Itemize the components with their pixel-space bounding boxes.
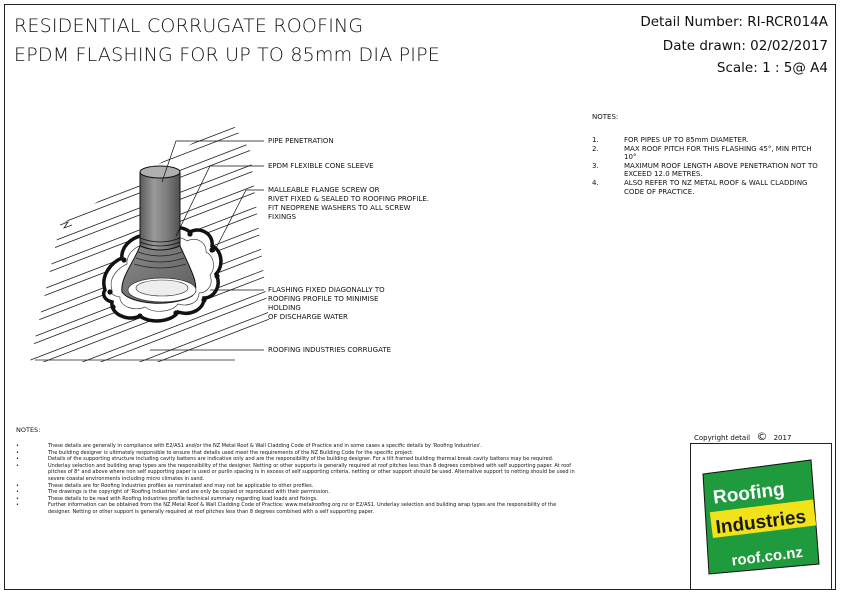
bullet-icon: •: [16, 462, 19, 469]
bullet-icon: •: [16, 456, 19, 463]
copyright-line: Copyright detail © 2017: [694, 430, 791, 443]
bullet-icon: •: [16, 502, 19, 509]
callout-pipe-penetration: PIPE PENETRATION: [268, 137, 334, 145]
note-item: 3. MAXIMUM ROOF LENGTH ABOVE PENETRATION…: [592, 162, 822, 179]
note-text: These details are for Roofing Industries…: [48, 482, 314, 489]
bullet-icon: •: [16, 495, 19, 502]
note-item: • Further information can be obtained fro…: [16, 502, 576, 515]
callout-flange-line2: RIVET FIXED & SEALED TO ROOFING PROFILE.: [268, 195, 429, 203]
note-text: Underlay selection and building wrap typ…: [48, 462, 575, 482]
drawing-scale: Scale: 1 : 5@ A4: [716, 60, 828, 76]
note-number: 4.: [592, 178, 599, 187]
copyright-icon: ©: [756, 430, 768, 443]
pipe-penetration: [139, 165, 181, 251]
note-text: The building designer is ultimately resp…: [48, 449, 414, 456]
note-number: 2.: [592, 144, 599, 153]
callout-leaders: [150, 140, 264, 351]
detail-number: Detail Number: RI-RCR014A: [640, 14, 828, 30]
note-text: FOR PIPES UP TO 85mm DIAMETER.: [624, 136, 749, 144]
callout-flashing-fixed: FLASHING FIXED DIAGONALLY TO ROOFING PRO…: [268, 286, 385, 322]
bullet-icon: •: [16, 482, 19, 489]
callout-flange-screw: MALLEABLE FLANGE SCREW OR RIVET FIXED & …: [268, 186, 429, 222]
note-item: • These details are generally in complian…: [16, 443, 576, 450]
callout-roofing-corrugate: ROOFING INDUSTRIES CORRUGATE: [268, 346, 392, 354]
callout-fixed-line2: ROOFING PROFILE TO MINIMISE: [268, 295, 379, 303]
note-text: ALSO REFER TO NZ METAL ROOF & WALL CLADD…: [624, 178, 808, 196]
note-item: 1. FOR PIPES UP TO 85mm DIAMETER.: [592, 136, 822, 145]
date-drawn: Date drawn: 02/02/2017: [662, 38, 828, 54]
callout-fixed-line4: OF DISCHARGE WATER: [268, 313, 348, 321]
note-text: Details of the supporting structure incl…: [48, 456, 554, 463]
note-number: 3.: [592, 161, 599, 170]
callout-flange-line1: MALLEABLE FLANGE SCREW OR: [268, 186, 380, 194]
bullet-icon: •: [16, 443, 19, 449]
note-item: • These details to be read with Roofing I…: [16, 496, 576, 503]
roofing-industries-logo: Roofing Industries roof.co.nz: [702, 459, 820, 575]
callout-fixed-line1: FLASHING FIXED DIAGONALLY TO: [268, 286, 385, 294]
epdm-cone-sleeve: [121, 245, 197, 304]
note-text: MAX ROOF PITCH FOR THIS FLASHING 45°, MI…: [624, 144, 812, 162]
bullet-icon: •: [16, 489, 19, 496]
note-text: These details are generally in complianc…: [48, 443, 483, 449]
note-item: • Details of the supporting structure inc…: [16, 456, 576, 463]
notes-bottom-list: • These details are generally in complian…: [16, 443, 576, 516]
bullet-icon: •: [16, 449, 19, 456]
note-item: • Underlay selection and building wrap ty…: [16, 463, 576, 483]
callout-flange-line3: FIT NEOPRENE WASHERS TO ALL SCREW: [268, 204, 411, 212]
note-item: • These details are for Roofing Industrie…: [16, 483, 576, 490]
callout-epdm-cone-sleeve: EPDM FLEXIBLE CONE SLEEVE: [268, 162, 374, 170]
note-text: MAXIMUM ROOF LENGTH ABOVE PENETRATION NO…: [624, 161, 818, 179]
note-text: Further information can be obtained from…: [48, 502, 557, 515]
sheet-break-lines: [35, 221, 235, 361]
copyright-year: 2017: [773, 434, 792, 442]
copyright-text: Copyright detail: [694, 434, 751, 442]
note-item: • The building designer is ultimately res…: [16, 450, 576, 457]
notes-right-list: 1. FOR PIPES UP TO 85mm DIAMETER. 2. MAX…: [592, 136, 822, 196]
notes-right-title: NOTES:: [592, 113, 619, 121]
note-text: The drawings is the copyright of 'Roofin…: [48, 489, 330, 496]
notes-bottom-title: NOTES:: [16, 426, 41, 434]
note-number: 1.: [592, 136, 599, 144]
callout-fixed-line3: HOLDING: [268, 304, 301, 312]
drawing-title-line2: EPDM FLASHING FOR UP TO 85mm DIA PIPE: [14, 44, 440, 66]
drawing-border: [4, 4, 836, 590]
note-item: • The drawings is the copyright of 'Roofi…: [16, 489, 576, 496]
drawing-title-line1: RESIDENTIAL CORRUGATE ROOFING: [14, 15, 364, 37]
logo-box: Roofing Industries roof.co.nz: [690, 443, 832, 590]
callout-flange-line4: FIXINGS: [268, 213, 297, 221]
note-item: 4. ALSO REFER TO NZ METAL ROOF & WALL CL…: [592, 179, 822, 196]
note-item: 2. MAX ROOF PITCH FOR THIS FLASHING 45°,…: [592, 145, 822, 162]
note-text: These details to be read with Roofing In…: [48, 495, 318, 502]
